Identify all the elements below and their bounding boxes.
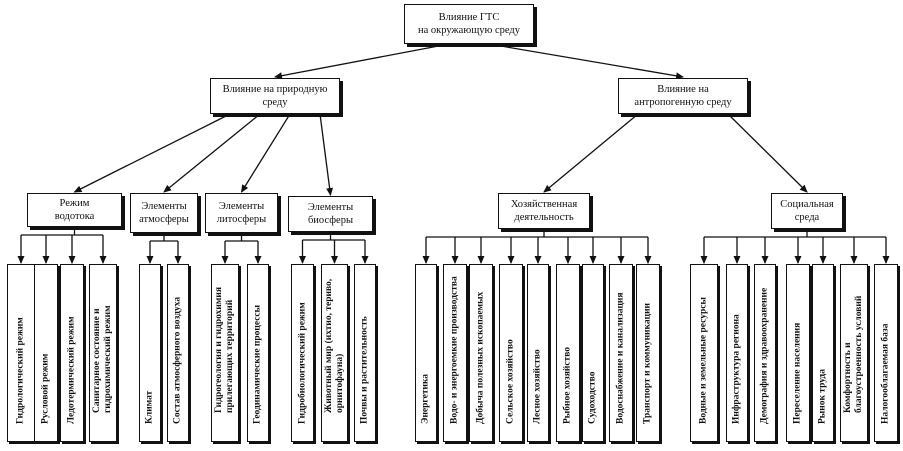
leaf-item-label: Почвы и растительность [359,316,370,424]
leaf-item: Энергетика [415,264,437,442]
leaf-item-label: Налогооблагаемая база [880,323,891,425]
leaf-item: Гидробиологический режим [291,264,314,442]
leaf-item: Гидрогеология и гидрохимия прилегающих т… [211,264,239,442]
leaf-item: Рыбное хозяйство [556,264,580,442]
branch-anthropogenic-environment: Влияние на антропогенную среду [618,78,748,114]
leaf-item-label: Рыбное хозяйство [562,346,573,424]
leaf-item-label: Водо- и энергоемкие производства [449,276,460,424]
leaf-item: Транспорт и коммуникации [636,264,660,442]
leaf-item: Водо- и энергоемкие производства [443,264,467,442]
leaf-item: Сельское хозяйство [499,264,523,442]
leaf-item-label: Водоснабжение и канализация [615,292,626,424]
leaf-item-label: Энергетика [420,373,431,424]
leaf-item: Водоснабжение и канализация [609,264,633,442]
leaf-item: Водные и земельные ресурсы [690,264,718,442]
group-atmosphere-elements: Элементы атмосферы [130,193,198,233]
leaf-item-label: Водные и земельные ресурсы [698,297,709,424]
leaf-item-label: Инфраструктура региона [731,314,742,424]
leaf-item-label: Рынок труда [817,369,828,424]
leaf-item-label: Русловой режим [40,353,51,424]
leaf-item: Налогооблагаемая база [874,264,898,442]
leaf-item: Добыча полезных ископаемых [469,264,493,442]
leaf-item-label: Добыча полезных ископаемых [475,291,486,424]
leaf-item-label: Климат [144,390,155,424]
leaf-item: Состав атмосферного воздуха [167,264,189,442]
leaf-item: Санитарное состояние и гидрохимический р… [89,264,117,442]
leaf-item: Климат [139,264,161,442]
leaf-item: Судоходство [582,264,604,442]
leaf-item-label: Судоходство [587,371,598,424]
leaf-item-label: Комфортность и благоустроенность условий [843,295,864,413]
leaf-item: Ледотермический режим [60,264,84,442]
group-social-environment: Социальная среда [771,193,843,229]
leaf-item: Инфраструктура региона [726,264,748,442]
leaf-item-label: Животный мир (ихтио, териво, орнитофауна… [323,278,345,413]
leaf-item: Животный мир (ихтио, териво, орнитофауна… [321,264,348,442]
leaf-item-label: Лесное хозяйство [532,349,543,424]
leaf-item-label: Транспорт и коммуникации [642,302,653,424]
leaf-item-label: Гидрологический режим [15,317,26,424]
leaf-item: Геодинамические процессы [247,264,269,442]
root-node: Влияние ГТС на окружающую среду [404,4,534,44]
leaf-item-label: Ледотермический режим [66,316,77,424]
leaf-item-label: Демография и здравоохранение [759,287,770,424]
group-lithosphere-elements: Элементы литосферы [205,193,278,233]
leaf-item-label: Сельское хозяйство [505,339,516,424]
leaf-item: Переселение населения [786,264,810,442]
leaf-item-label: Гидрогеология и гидрохимия прилегающих т… [214,287,235,413]
leaf-item-label: Санитарное состояние и гидрохимический р… [92,305,113,413]
leaf-item: Гидрологический режим [7,264,35,442]
leaf-item-label: Состав атмосферного воздуха [172,296,183,424]
leaf-item-label: Переселение населения [792,322,803,424]
leaf-item: Лесное хозяйство [527,264,549,442]
group-biosphere-elements: Элементы биосферы [288,196,373,232]
leaf-item: Демография и здравоохранение [754,264,776,442]
group-economic-activity: Хозяйственная деятельность [498,193,590,229]
leaf-item-label: Гидробиологический режим [297,302,307,424]
leaf-item-label: Геодинамические процессы [252,304,263,424]
leaf-item: Русловой режим [34,264,58,442]
branch-natural-environment: Влияние на природную среду [210,78,340,114]
leaf-item: Рынок труда [812,264,834,442]
group-water-regime: Режим водотока [27,193,122,227]
leaf-item: Комфортность и благоустроенность условий [840,264,868,442]
leaf-item: Почвы и растительность [354,264,376,442]
